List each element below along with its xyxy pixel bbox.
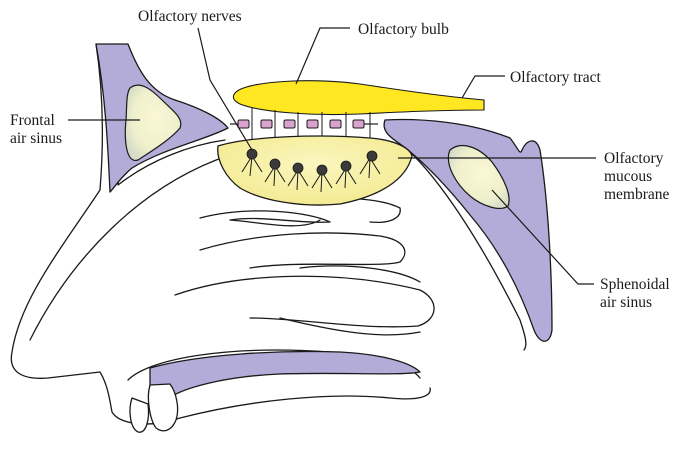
receptor-cell [241, 148, 263, 177]
receptor-cell [359, 150, 381, 179]
frontal-air-sinus [124, 84, 182, 161]
front-tooth [129, 397, 150, 433]
label-frontal-line2: air sinus [10, 130, 62, 147]
leader-lines [68, 27, 596, 285]
olfactory-bulb [232, 80, 485, 116]
cribriform-hole [237, 119, 250, 129]
label-frontal-line1: Frontal [10, 112, 55, 129]
leader-olfactory-tract [461, 75, 505, 99]
receptor-cell [311, 164, 333, 193]
palate-bone [149, 350, 421, 400]
sphenoid-posterior-line [407, 149, 527, 351]
olfactory-mucous-membrane [217, 135, 413, 206]
olfactory-receptor-cells [241, 148, 381, 193]
label-mucous-line2: mucous [604, 168, 652, 185]
label-mucous-line1: Olfactory [604, 150, 664, 167]
cribriform-hole [352, 119, 365, 129]
leader-olfactory-bulb [295, 27, 350, 85]
middle-concha-tail [299, 265, 421, 283]
incisor-tooth [147, 383, 179, 432]
face-outline [10, 43, 431, 425]
leader-olfactory-nerves [197, 27, 253, 151]
label-sphenoidal-line2: air sinus [600, 294, 652, 311]
cribriform-hole [283, 119, 296, 129]
cribriform-plate [230, 119, 378, 129]
inferior-concha [174, 275, 435, 328]
receptor-cell [264, 158, 286, 187]
middle-concha [199, 232, 406, 269]
sphenoid-bone [383, 118, 553, 342]
label-mucous-line3: membrane [604, 186, 670, 203]
label-olfactory-nerves: Olfactory nerves [138, 8, 242, 25]
cribriform-hole [306, 119, 319, 129]
label-olfactory-bulb: Olfactory bulb [358, 21, 449, 38]
leader-sphenoidal-sinus [491, 189, 594, 285]
cribriform-hole [260, 119, 273, 129]
receptor-cell [287, 162, 309, 191]
superior-concha [199, 210, 331, 227]
inferior-concha-tail [279, 317, 421, 336]
label-sphenoidal-line1: Sphenoidal [600, 276, 670, 293]
cribriform-hole [329, 119, 342, 129]
label-olfactory-tract: Olfactory tract [510, 69, 601, 86]
nasal-cavity-curve [29, 154, 231, 341]
receptor-cell [335, 160, 357, 189]
